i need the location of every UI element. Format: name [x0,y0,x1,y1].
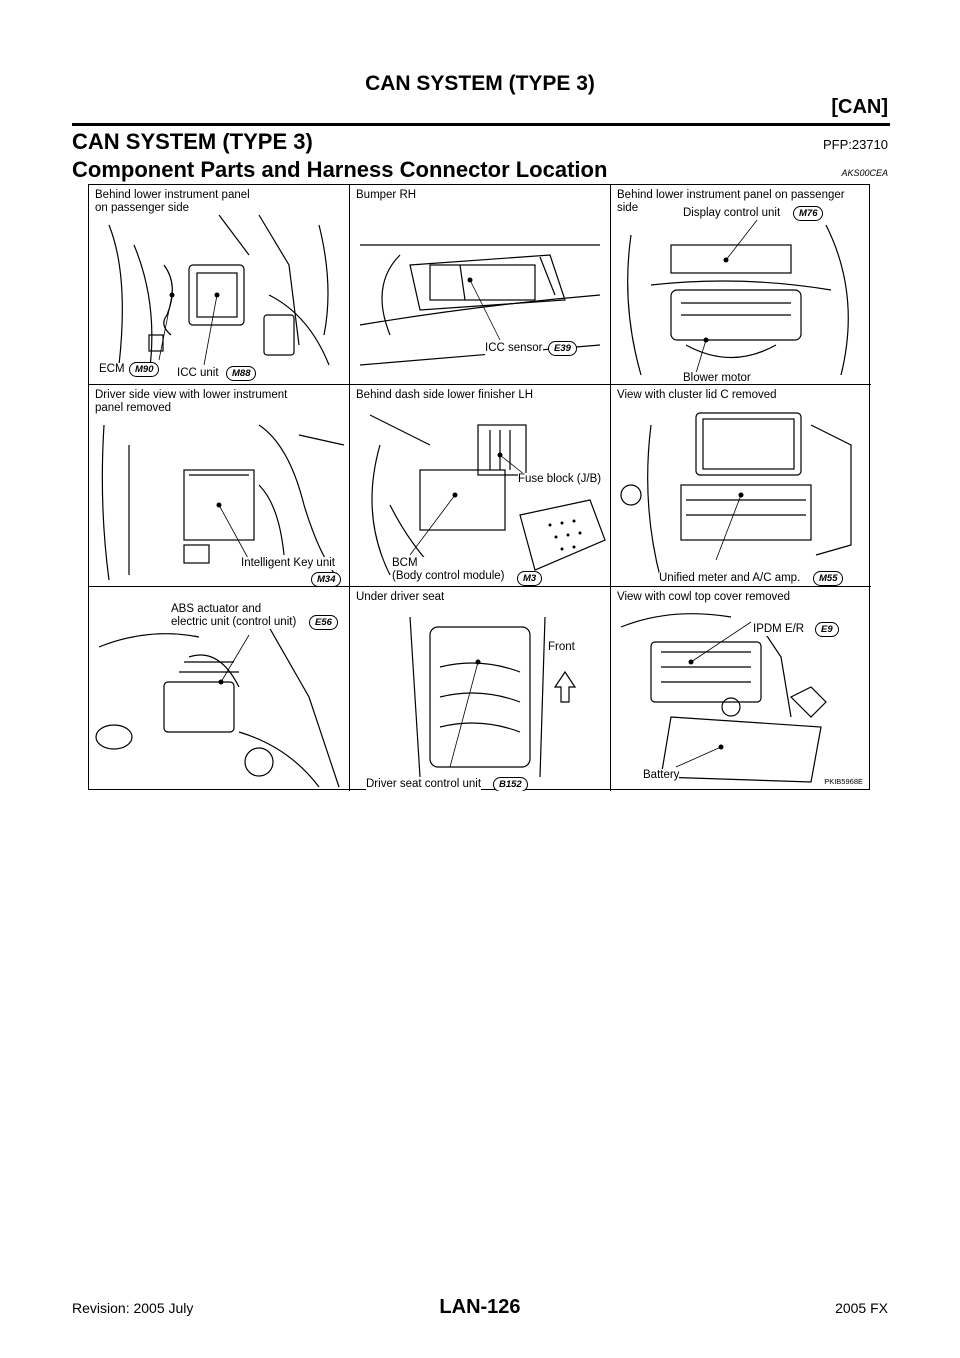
panel-illustration [627,214,849,376]
figure-code: PKIB5968E [824,775,863,788]
component-label: IPDM E/R [753,623,805,636]
component-label: Unified meter and A/C amp. [659,572,801,585]
panel-illustration [369,414,606,576]
component-label: Fuse block (J/B) [518,473,602,486]
component-label: Battery [643,769,680,782]
panel-illustration [409,616,577,778]
panel-caption: Driver side view with lower instrument p… [95,389,290,415]
connector-badge: M3 [517,571,543,586]
panel-dash-side: Behind dash side lower finisher LH Fuse … [350,385,611,587]
component-label: Display control unit [683,207,781,220]
panel-passenger-side: Behind lower instrument panel on passeng… [89,185,350,385]
panel-illustration [101,424,345,581]
connector-badge: M90 [129,362,160,377]
footer-model: 2005 FX [835,1300,888,1316]
panel-caption-text: Behind lower instrument panel on passeng… [95,189,250,214]
panel-cowl-top: View with cowl top cover removed IPDM E/… [611,587,871,791]
panel-passenger-side-2: Behind lower instrument panel on passeng… [611,185,871,385]
panel-caption-text: Behind lower instrument panel on passeng… [617,189,845,214]
component-label: Driver seat control unit [366,778,482,791]
connector-badge: E9 [815,622,839,637]
panel-illustration [108,214,330,376]
panel-caption: View with cluster lid C removed [617,389,779,402]
header-rule [72,123,890,126]
footer-page-number: LAN-126 [439,1296,521,1318]
panel-caption-text: Driver side view with lower instrument p… [95,389,288,414]
part-number: PFP:23710 [822,137,888,152]
component-label: ICC unit [177,367,219,380]
footer-revision: Revision: 2005 July [72,1300,194,1316]
component-label: Intelligent Key unit [241,557,335,570]
connector-badge: M55 [813,571,844,586]
panel-illustration [359,244,601,366]
panel-driver-side: Driver side view with lower instrument p… [89,385,350,587]
connector-badge: B152 [493,777,528,791]
connector-badge: M76 [793,206,824,221]
panel-illustration [620,412,852,581]
page-header-tag: [CAN] [831,96,888,118]
panel-bumper-rh: Bumper RH ICC sensor E39 [350,185,611,385]
subsection-title: Component Parts and Harness Connector Lo… [72,157,608,182]
panel-caption: Behind lower instrument panel on passeng… [95,189,252,215]
panel-caption: Under driver seat [356,591,447,604]
subsection-ref-code: AKS00CEA [841,168,888,178]
panel-caption: View with cowl top cover removed [617,591,792,604]
panel-cluster-lid: View with cluster lid C removed Unified … [611,385,871,587]
panel-abs: ABS actuator and electric unit (control … [89,587,350,791]
component-label: ICC sensor [485,342,543,355]
connector-badge: M88 [226,366,257,381]
component-label: ECM [99,363,125,376]
component-label: Blower motor [683,372,751,384]
panel-caption: Behind dash side lower finisher LH [356,389,536,402]
component-location-figure: Behind lower instrument panel on passeng… [88,184,871,791]
component-label: BCM (Body control module) [392,557,505,583]
panel-illustration [620,613,827,783]
panel-driver-seat: Under driver seat Front Driver seat cont… [350,587,611,791]
panel-caption: Bumper RH [356,189,419,202]
component-label: ABS actuator and electric unit (control … [171,603,297,629]
connector-badge: E39 [548,341,577,356]
connector-badge: E56 [309,615,338,630]
component-label: Front [548,641,575,654]
section-title: CAN SYSTEM (TYPE 3) [72,129,313,154]
connector-badge: M34 [311,572,342,586]
page-header-title: CAN SYSTEM (TYPE 3) [365,72,595,95]
panel-illustration [95,626,340,788]
